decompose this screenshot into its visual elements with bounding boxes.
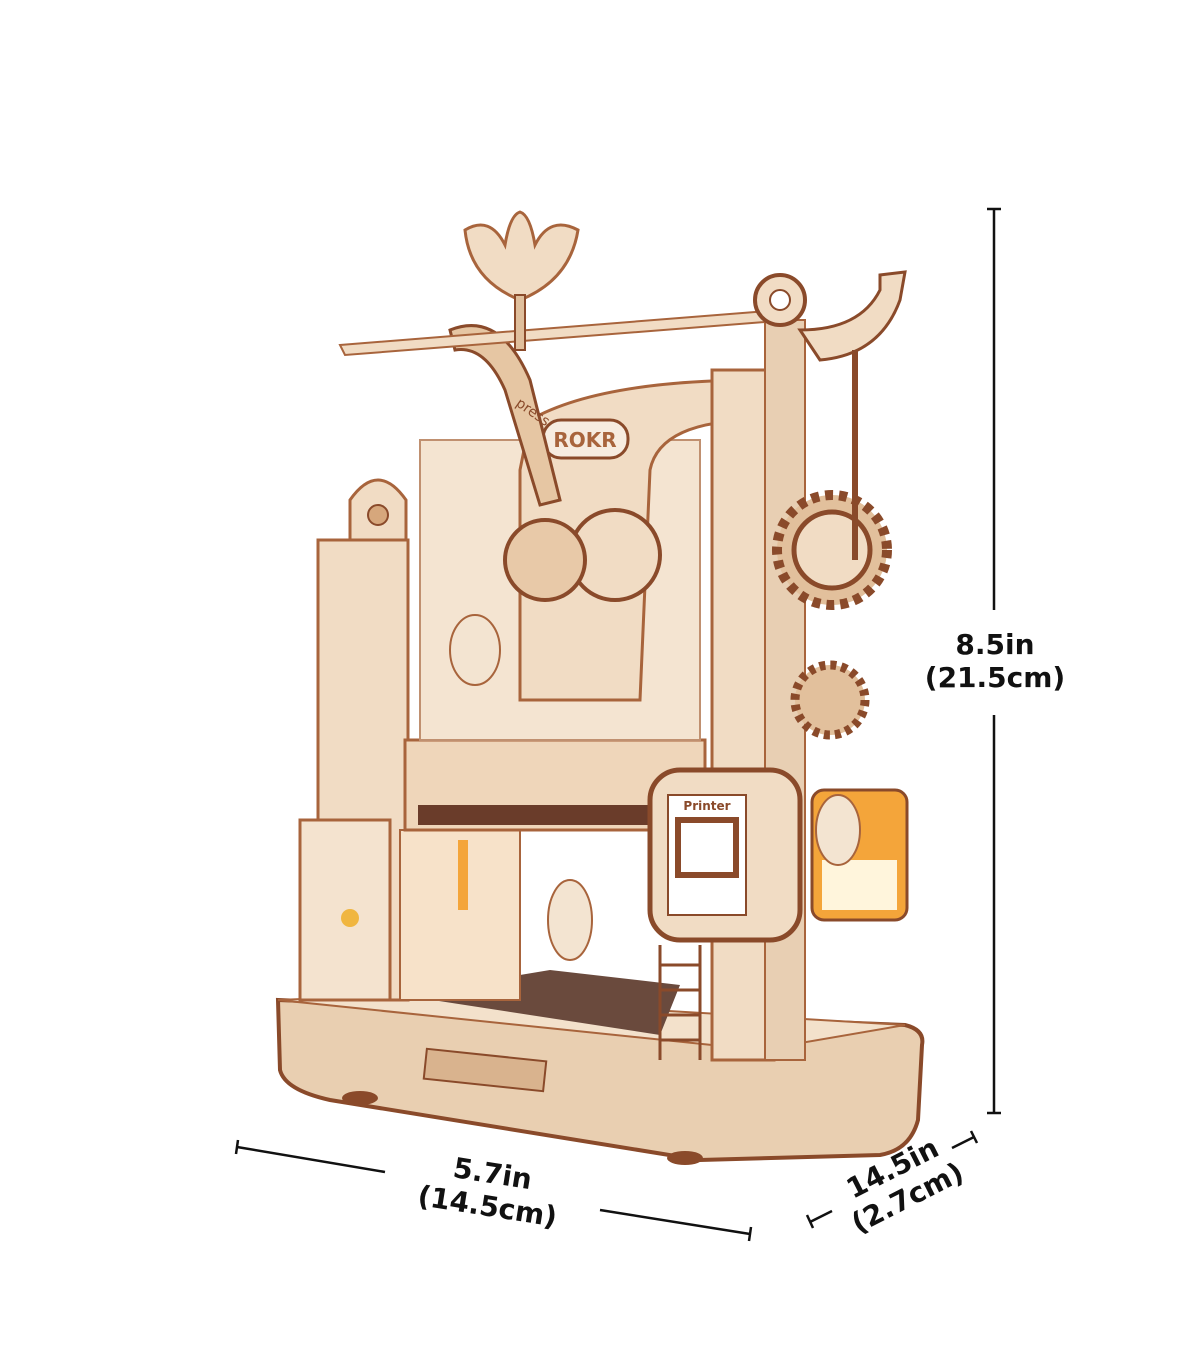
- chamber-lamp: [458, 840, 468, 910]
- depth-tick: [805, 1214, 815, 1229]
- lantern-glow: [822, 860, 897, 910]
- base-foot: [342, 1091, 378, 1105]
- paw-light: [341, 909, 359, 927]
- ladder: [658, 945, 702, 1060]
- bear-figure: [449, 614, 501, 686]
- depth-tick: [969, 1130, 979, 1144]
- left-pedestal: [298, 818, 392, 1002]
- printer-label: Printer: [683, 799, 730, 813]
- depth-line-right: [951, 1135, 975, 1150]
- dimension-lines: [234, 207, 1001, 1242]
- base-drawer: [422, 1047, 548, 1093]
- bear-figure: [547, 879, 593, 961]
- base-foot: [667, 1151, 703, 1165]
- eagle-crest: [463, 210, 580, 302]
- height-imperial: 8.5in: [955, 628, 1035, 661]
- width-tick: [747, 1226, 753, 1242]
- width-line-left: [236, 1145, 386, 1174]
- rokr-logo: ROKR: [553, 428, 616, 452]
- width-line-right: [599, 1208, 751, 1236]
- small-gear: [790, 660, 870, 740]
- depth-line-left: [809, 1209, 833, 1224]
- top-rod: [338, 308, 793, 357]
- bear-figure: [815, 794, 861, 866]
- eagle-post: [514, 294, 526, 351]
- large-gear-hub: [791, 509, 873, 591]
- height-label: 8.5in (21.5cm): [920, 628, 1070, 694]
- press-lever: [448, 324, 562, 507]
- printing-press-model: ROKR Printer press: [275, 210, 925, 1165]
- platen-shadow: [418, 805, 658, 825]
- height-metric: (21.5cm): [924, 661, 1066, 694]
- top-ring-hole: [769, 289, 791, 311]
- left-tower-rivet: [367, 504, 389, 526]
- hook-arm: [797, 270, 907, 362]
- print-pattern: [675, 817, 739, 878]
- width-tick: [234, 1139, 240, 1155]
- center-wheel: [503, 518, 587, 602]
